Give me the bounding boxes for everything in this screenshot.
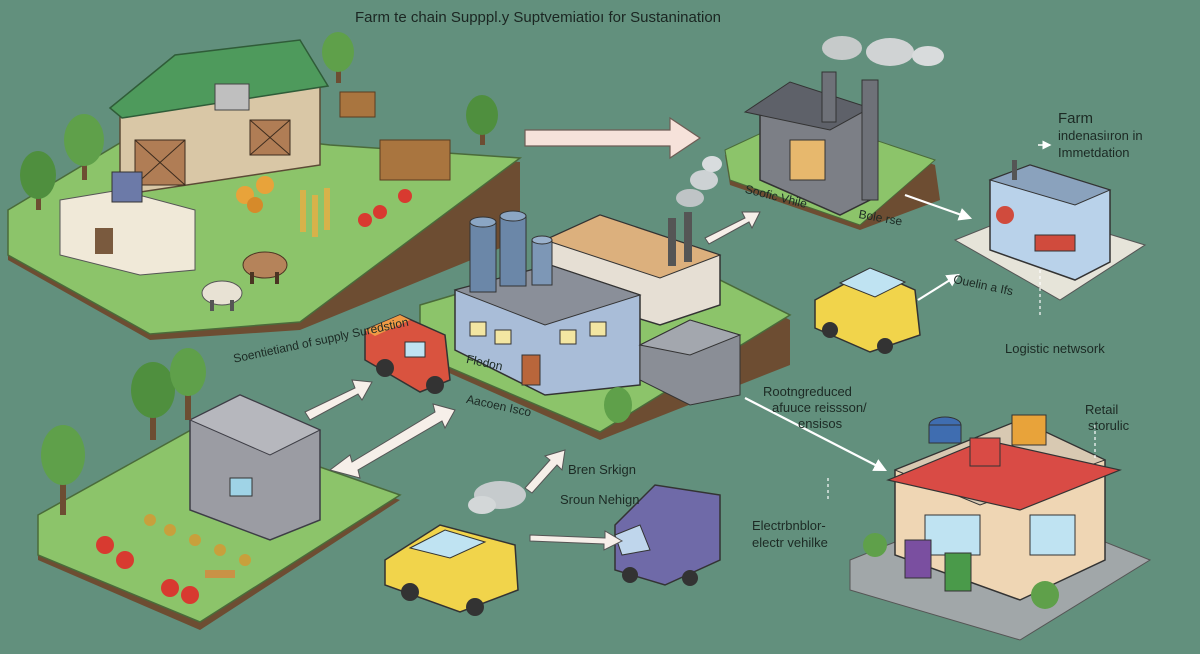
label-farm-line2: Immetdation <box>1058 145 1130 160</box>
label-retail-line2: storulic <box>1088 418 1130 433</box>
factory-icon <box>743 36 944 216</box>
label-bren: Bren Srkign <box>568 462 636 477</box>
truck-icon <box>814 267 921 354</box>
label-retail-line1: Retail <box>1085 402 1119 417</box>
tree-icon <box>604 387 632 423</box>
tree-icon <box>41 348 206 515</box>
truck-icon <box>384 481 526 616</box>
label-logistic-network: Logistic netwsork <box>1005 341 1105 356</box>
arrow-icon <box>917 273 960 301</box>
farm-area-top <box>7 32 523 340</box>
van-icon <box>614 484 721 586</box>
farmhouse-icon <box>59 171 196 276</box>
factory-icon <box>453 214 742 406</box>
tree-icon <box>863 533 1059 609</box>
tree-icon <box>20 32 498 210</box>
arrow-icon <box>904 193 973 221</box>
label-reduced-line1: Rootngreduced <box>763 384 852 399</box>
processing-plant <box>724 36 944 230</box>
farm-area-bottom <box>37 348 402 630</box>
label-sroun: Sroun Nehign <box>560 492 640 507</box>
truck-icon <box>364 314 451 394</box>
smokestack-icon <box>668 156 722 266</box>
silo-icon <box>469 210 553 293</box>
store-icon <box>849 414 1152 641</box>
label-farm-header: Farm <box>1058 110 1093 127</box>
industry-building <box>953 160 1147 301</box>
label-reduced-line2: afuuce reissson/ <box>772 400 867 415</box>
crop-rows <box>96 514 251 604</box>
arrow-icon <box>304 116 761 551</box>
diagram-title: Farm te chain Supppl.y Suptvemiatioı for… <box>355 9 722 26</box>
label-reduced-line3: ensisos <box>798 416 843 431</box>
label-electric-line1: Electrbnblor- <box>752 518 826 533</box>
label-farm-line1: indenasiıron in <box>1058 128 1143 143</box>
label-electric-line2: electr vehilke <box>752 535 828 550</box>
barn-icon <box>108 39 330 196</box>
cow-icon <box>201 251 288 311</box>
arrow-icon <box>744 397 887 472</box>
recycle-bin-icon <box>904 539 972 592</box>
central-factory-area <box>419 156 792 440</box>
storage-shed-icon <box>188 394 322 541</box>
crop-rows <box>236 91 451 237</box>
